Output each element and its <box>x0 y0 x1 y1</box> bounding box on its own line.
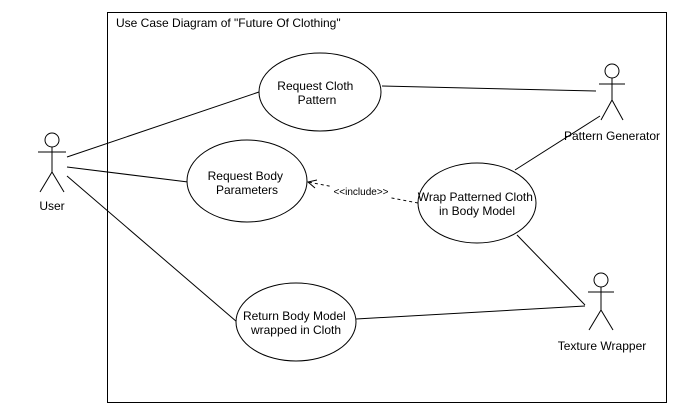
svg-text:Request Cloth Pattern: Request Cloth Pattern <box>277 79 356 107</box>
use-case-label: Parameters <box>216 183 278 197</box>
association-user-request-cloth-pattern <box>66 91 260 158</box>
svg-text:Request Body Parameters: Request Body Parameters <box>208 169 287 197</box>
actor-head-icon <box>44 132 60 148</box>
association-texture-wrapper-wrap-cloth <box>516 234 586 306</box>
use-case-label: Return Body Model <box>243 309 346 323</box>
system-title: Use Case Diagram of "Future Of Clothing" <box>116 16 341 30</box>
use-case-request-body-parameters: Request Body Parameters <box>186 139 308 223</box>
use-case-label: Wrap Patterned Cloth <box>418 190 533 204</box>
use-case-label: in Body Model <box>439 204 515 218</box>
actor-pattern-generator <box>599 63 625 121</box>
use-case-label: Request Body <box>208 169 283 183</box>
actor-label-pattern-generator: Pattern Generator <box>564 129 660 143</box>
actor-user <box>38 132 66 193</box>
actor-head-icon <box>604 63 620 79</box>
include-label: <<include>> <box>333 187 388 198</box>
include-arrowhead <box>306 179 318 189</box>
use-case-request-cloth-pattern: Request Cloth Pattern <box>258 52 382 132</box>
include-label-bg <box>331 185 391 198</box>
svg-text:Return Body Model wrappe: Return Body Model wrapped in Cloth <box>243 309 349 337</box>
association-texture-wrapper-return-body-model <box>355 305 586 320</box>
use-case-wrap-patterned-cloth: Wrap Patterned Cloth in Body Model <box>417 162 537 244</box>
use-case-label: Request Cloth <box>277 79 353 93</box>
actor-label-user: User <box>39 199 64 213</box>
include-dependency: <<include>> <box>306 179 419 204</box>
use-case-label: Pattern <box>298 93 337 107</box>
actor-head-icon <box>593 272 609 288</box>
association-user-return-body-model <box>66 175 238 323</box>
actor-label-texture-wrapper: Texture Wrapper <box>558 339 646 353</box>
actor-texture-wrapper <box>588 272 614 331</box>
association-pattern-generator-request-cloth-pattern <box>381 85 597 92</box>
use-case-label: wrapped in Cloth <box>250 323 341 337</box>
association-pattern-generator-wrap-cloth <box>514 115 601 171</box>
use-case-return-body-model: Return Body Model wrapped in Cloth <box>235 282 357 362</box>
associations <box>66 85 601 323</box>
association-user-request-body-parameters <box>66 166 189 183</box>
svg-text:Wrap Patterned Cloth in: Wrap Patterned Cloth in Body Model <box>418 190 537 218</box>
